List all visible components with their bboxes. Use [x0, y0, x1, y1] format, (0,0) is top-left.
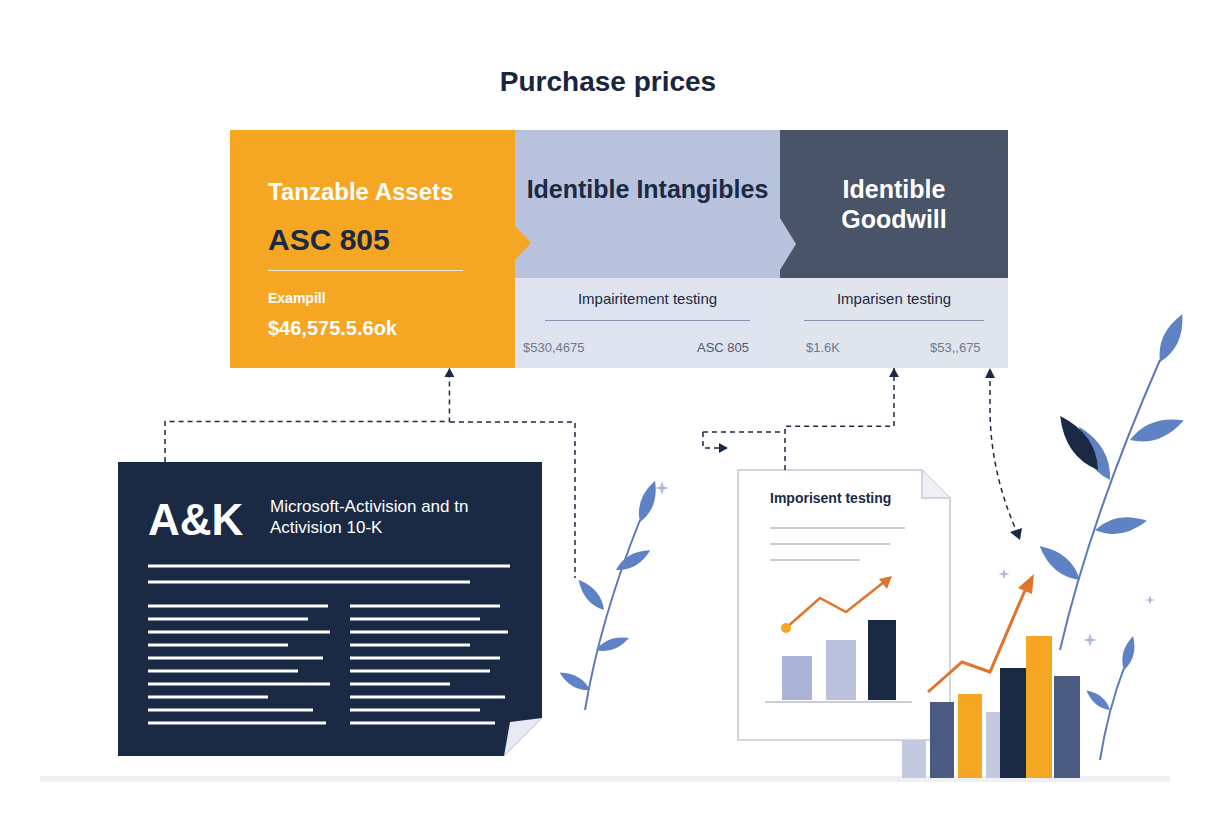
document-sheet: [118, 462, 542, 756]
dashed-connector: [165, 368, 454, 462]
node-heading: Identible Goodwill: [788, 174, 1000, 234]
report-fold: [922, 470, 950, 498]
category-panel: Identible GoodwillImparisen testing $1.6K…: [780, 130, 1008, 368]
trend-arrow: [879, 576, 892, 589]
node-text: ASC 805: [697, 340, 749, 356]
node-text: $53,,675: [930, 340, 981, 356]
node-text: $1.6K: [806, 340, 840, 356]
growth-line: [928, 588, 1026, 692]
diagram-title: Purchase prices: [0, 66, 1216, 98]
node-text: ASC 805: [268, 222, 390, 258]
detail-band: Imparisen testing $1.6K $53,,675: [780, 278, 1008, 368]
growth-arrow: [1018, 574, 1034, 594]
document-lines: [148, 566, 510, 723]
node-text: $46,575.5.6ok: [268, 316, 397, 340]
node-heading: Imporisent testing: [770, 490, 891, 507]
node-text: Exampill: [268, 290, 326, 307]
divider-rule: [804, 320, 984, 321]
report-document: Imporisent testing: [738, 470, 922, 520]
node-heading: Imparisen testing: [785, 290, 1003, 308]
chart-bar: [782, 656, 812, 700]
leaf-dark: [1052, 410, 1106, 475]
report-lines: [765, 528, 912, 702]
arrow-head: [985, 368, 995, 378]
category-panel: Identible IntangiblesImpairitement testi…: [515, 130, 780, 368]
category-panel: Tanzable AssetsASC 805Exampill $46,575.5.…: [230, 130, 515, 368]
detail-band: Impairitement testing $530,4675 ASC 805: [515, 278, 780, 368]
arrow-head: [719, 443, 728, 453]
dashed-connector: [785, 368, 899, 470]
divider-rule: [268, 270, 463, 271]
sparkle: [655, 481, 1155, 647]
node-text: $530,4675: [523, 340, 584, 356]
chevron: [515, 226, 533, 260]
chart-bar: [826, 640, 856, 700]
node-heading: Tanzable Assets: [268, 178, 453, 207]
leaf: [557, 311, 1189, 714]
chart-bar: [868, 620, 896, 700]
report-sheet: [738, 470, 950, 740]
node-text: Microsoft-Activision and tn Activision 1…: [270, 496, 520, 539]
node-heading: Identible Intangibles: [525, 174, 770, 204]
arrow-head: [1010, 528, 1022, 540]
trend-line: [786, 582, 884, 628]
filing-document: A&K Microsoft-Activision and tn Activisio…: [118, 462, 542, 558]
node-heading: Impairitement testing: [520, 290, 775, 308]
bar-group: [902, 636, 1080, 778]
chevron: [780, 218, 798, 270]
divider-rule: [545, 320, 750, 321]
document-fold: [504, 718, 542, 756]
trend-dot: [781, 623, 791, 633]
node-heading: A&K: [148, 494, 243, 547]
leaf-stem: [585, 360, 1160, 760]
